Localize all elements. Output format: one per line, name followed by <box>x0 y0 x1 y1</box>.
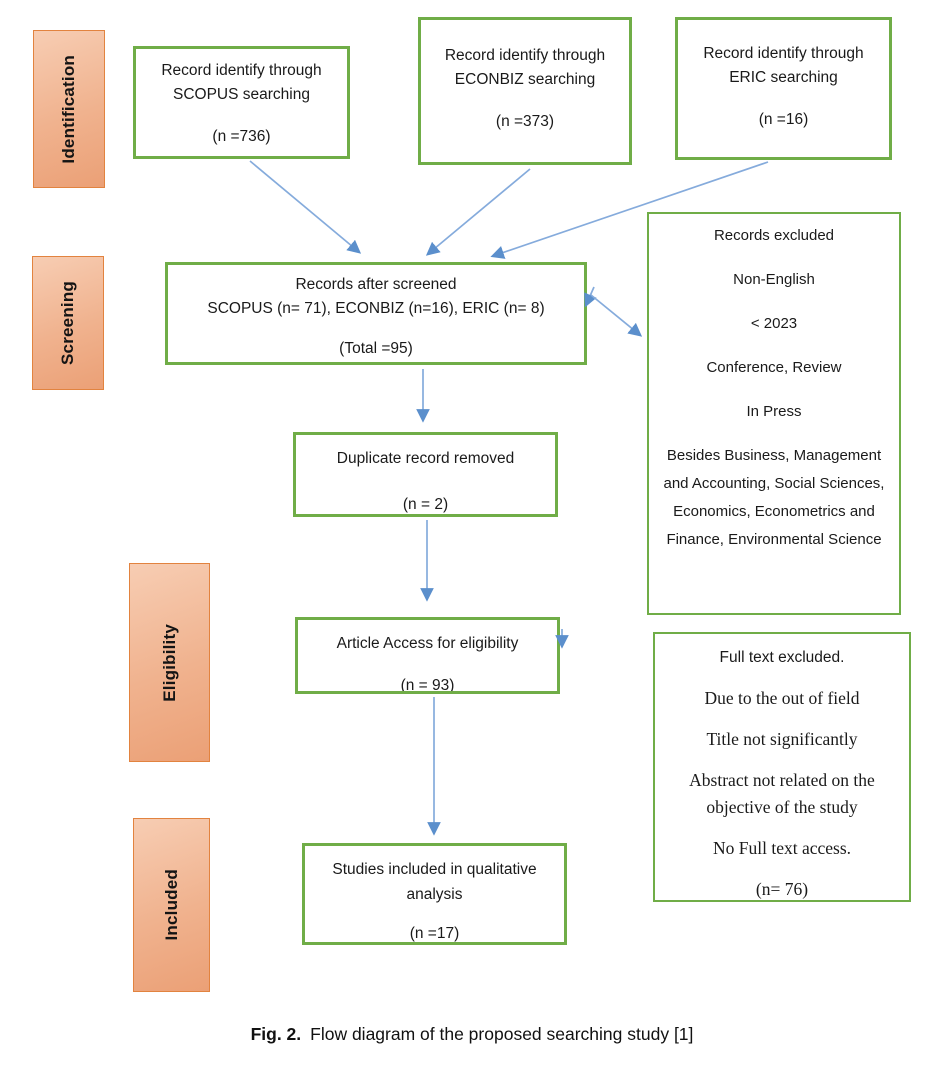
box-records-after-screened: Records after screened SCOPUS (n= 71), E… <box>165 262 587 365</box>
figure-caption-number: Fig. 2. <box>250 1024 302 1044</box>
box-screened-line2: SCOPUS (n= 71), ECONBIZ (n=16), ERIC (n=… <box>207 300 545 317</box>
box-article-line1: Article Access for eligibility <box>336 635 519 652</box>
stage-label-screening: Screening <box>32 256 104 390</box>
excluded-paragraph-subjects: Besides Business, Management and Account… <box>663 447 885 548</box>
figure-caption: Fig. 2. Flow diagram of the proposed sear… <box>0 1024 944 1045</box>
fulltext-title: Full text excluded. <box>719 649 845 666</box>
box-scopus-records: Record identify through SCOPUS searching… <box>133 46 350 159</box>
fulltext-reason-title: Title not significantly <box>706 729 858 749</box>
fulltext-reason-no-access: No Full text access. <box>712 838 852 858</box>
box-econbiz-line2: ECONBIZ searching <box>454 71 596 88</box>
stage-label-included: Included <box>133 818 210 992</box>
arrow-screened-right-stub <box>584 286 597 308</box>
box-duplicate-line1: Duplicate record removed <box>336 450 515 467</box>
box-econbiz-records: Record identify through ECONBIZ searchin… <box>418 17 632 165</box>
box-econbiz-count: (n =373) <box>495 113 555 130</box>
box-econbiz-line1: Record identify through <box>444 47 606 64</box>
box-studies-line1: Studies included in qualitative analysis <box>332 861 537 903</box>
stage-label-identification: Identification <box>33 30 105 188</box>
fulltext-reason-abstract: Abstract not related on the objective of… <box>689 770 875 817</box>
arrow-screened-to-excluded <box>590 294 643 337</box>
box-scopus-line2: SCOPUS searching <box>173 86 310 103</box>
box-eric-line1: Record identify through <box>703 45 864 62</box>
box-eric-line2: ERIC searching <box>729 69 838 86</box>
box-eric-records: Record identify through ERIC searching (… <box>675 17 892 160</box>
box-scopus-count: (n =736) <box>212 128 271 145</box>
box-screened-line1: Records after screened <box>295 276 457 293</box>
stage-label-screening-text: Screening <box>58 281 77 365</box>
stage-label-eligibility: Eligibility <box>129 563 210 762</box>
figure-caption-text: Flow diagram of the proposed searching s… <box>310 1024 694 1044</box>
box-records-excluded: Records excluded Non-English < 2023 Conf… <box>647 212 901 615</box>
box-screened-count: (Total =95) <box>339 340 413 357</box>
box-article-access: Article Access for eligibility (n = 93) <box>295 617 560 694</box>
excluded-line-conference: Conference, Review <box>706 359 842 376</box>
box-scopus-line1: Record identify through <box>161 62 322 79</box>
box-duplicate-count: (n = 2) <box>402 496 449 513</box>
arrow-econbiz-to-screened <box>425 168 531 256</box>
box-studies-count: (n =17) <box>409 925 460 942</box>
box-duplicate-removed: Duplicate record removed (n = 2) <box>293 432 558 517</box>
excluded-line-title: Records excluded <box>713 227 835 244</box>
box-eric-count: (n =16) <box>758 111 809 128</box>
box-fulltext-excluded: Full text excluded. Due to the out of fi… <box>653 632 911 902</box>
stage-label-included-text: Included <box>161 869 181 941</box>
excluded-line-in-press: In Press <box>746 403 802 420</box>
box-article-count: (n = 93) <box>400 677 455 694</box>
fulltext-count: (n= 76) <box>755 879 809 899</box>
excluded-line-year: < 2023 <box>750 315 798 332</box>
stage-label-eligibility-text: Eligibility <box>159 623 179 702</box>
stage-label-identification-text: Identification <box>59 54 78 164</box>
excluded-line-non-english: Non-English <box>733 271 815 288</box>
fulltext-reason-out-of-field: Due to the out of field <box>704 688 860 708</box>
box-studies-included: Studies included in qualitative analysis… <box>302 843 567 945</box>
arrow-scopus-to-screened <box>249 160 362 254</box>
